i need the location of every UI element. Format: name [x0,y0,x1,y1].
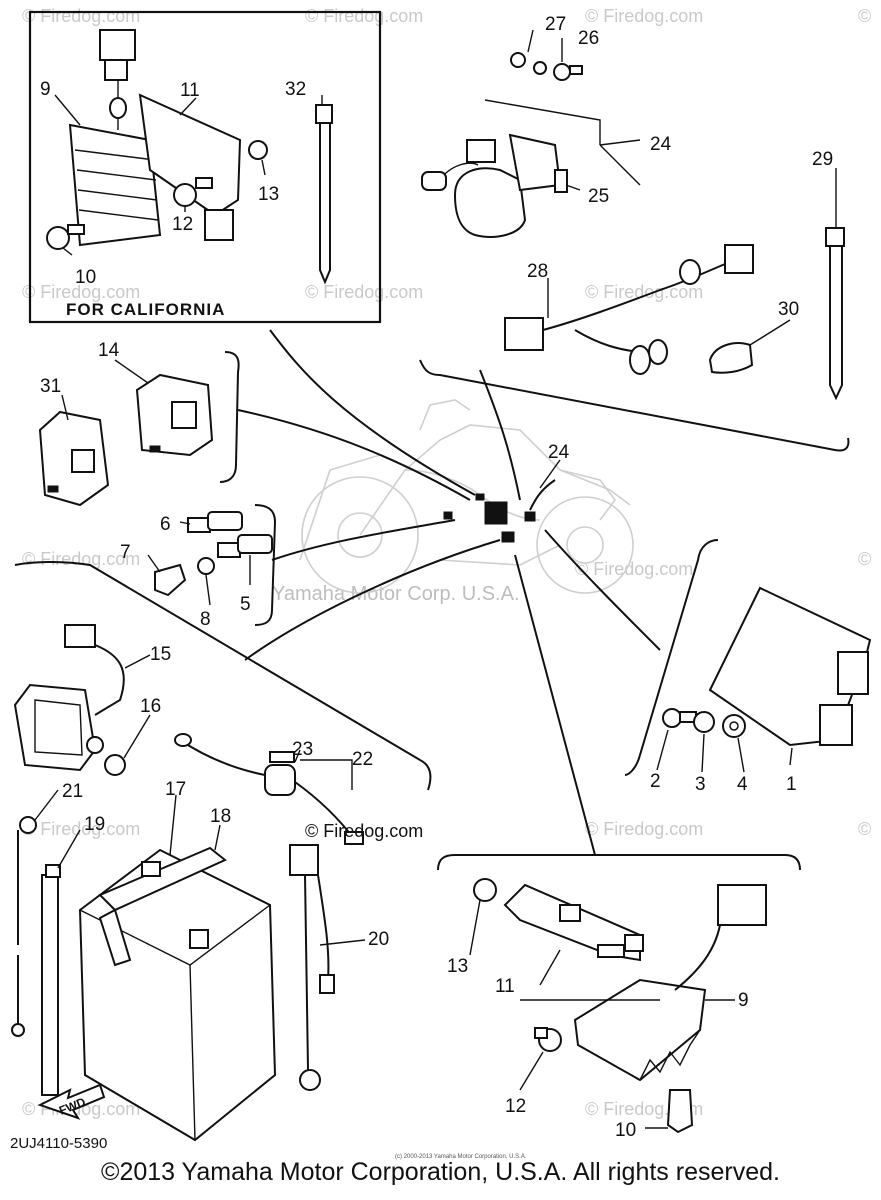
copyright-symbol-mark: © [858,819,871,839]
part-label: 5 [240,594,251,615]
watermark: © Firedog.com [305,282,423,302]
ignitor-group [624,539,872,776]
part-label: 17 [165,779,186,800]
part-label: 9 [40,79,51,100]
electrical-parts-diagram: © Firedog.com © Firedog.com © Firedog.co… [10,6,872,1160]
relay-group [38,351,240,507]
copyright-symbol-mark: © [858,6,871,26]
part-label: 11 [180,80,200,101]
watermark: © Firedog.com [22,819,140,839]
inset-label: FOR CALIFORNIA [66,300,225,319]
watermark: © Firedog.com [305,821,423,841]
watermark: © Firedog.com [22,282,140,302]
watermark: © Firedog.com [585,819,703,839]
part-label: 12 [505,1096,526,1117]
watermark: © Firedog.com [585,6,703,26]
part-label: 30 [778,299,799,320]
part-label: 12 [172,214,193,235]
part-label: 1 [786,774,797,795]
part-label: 26 [578,28,599,49]
part-label: 24 [548,442,570,463]
part-label: 10 [75,267,96,288]
part-label: 7 [120,542,131,563]
harness-group-top [419,29,850,452]
rectifier-group [437,854,801,1134]
part-label: 18 [210,806,231,827]
watermark: © Firedog.com [22,549,140,569]
part-label: 31 [40,376,61,397]
sensor-group [147,504,277,626]
watermark: © Firedog.com [22,6,140,26]
watermarks: © Firedog.com © Firedog.com © Firedog.co… [22,6,871,1119]
copyright-symbol-mark: © [858,549,871,569]
part-label: 9 [738,990,749,1011]
part-label: 24 [650,134,672,155]
part-label: 32 [285,79,306,100]
battery-group: FWD [11,560,432,1142]
part-label: 14 [98,340,120,361]
part-label: 29 [812,149,833,170]
part-label: 13 [447,956,468,977]
part-label: 21 [62,781,83,802]
part-label: 8 [200,609,211,630]
part-label: 27 [545,14,566,35]
watermark: © Firedog.com [585,282,703,302]
watermark: © Firedog.com [305,6,423,26]
diagram-code: 2UJ4110-5390 [10,1135,107,1152]
part-label: 13 [258,184,279,205]
assembly-leader-lines [237,329,661,856]
copyright-notice: ©2013 Yamaha Motor Corporation, U.S.A. A… [101,1158,780,1186]
part-label: 22 [352,749,373,770]
part-label: 25 [588,186,609,207]
part-label: 6 [160,514,171,535]
part-label: 16 [140,696,161,717]
california-inset: FOR CALIFORNIA [28,10,382,324]
part-label: 3 [695,774,706,795]
center-watermark: Yamaha Motor Corp. U.S.A. [272,583,520,605]
part-label: 15 [150,644,171,665]
part-label: 28 [527,261,548,282]
part-label: 11 [495,976,515,997]
part-label: 10 [615,1120,636,1141]
part-labels: 9 11 32 13 12 10 27 26 24 25 28 30 29 31… [40,14,833,1141]
part-label: 19 [84,814,105,835]
tiny-note: (c) 2000-2013 Yamaha Motor Corporation, … [395,1154,527,1160]
part-label: 2 [650,771,661,792]
part-label: 4 [737,774,748,795]
part-label: 23 [292,739,313,760]
watermark: © Firedog.com [575,559,693,579]
part-label: 20 [368,929,389,950]
